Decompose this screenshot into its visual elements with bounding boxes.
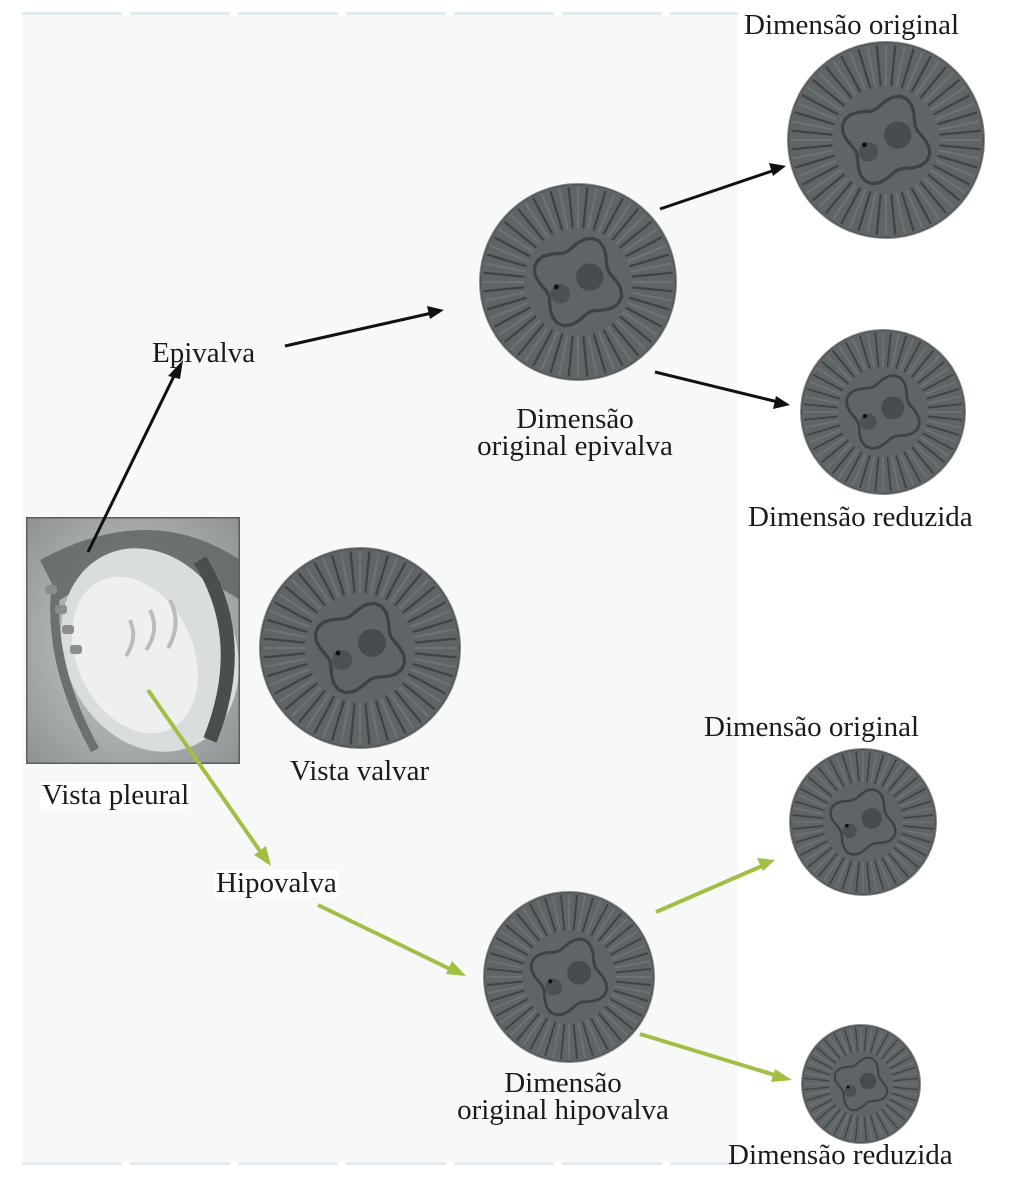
top-reduzida-label: Dimensão reduzida (748, 504, 973, 531)
arrow-to-bottom-original (656, 866, 762, 912)
diatom-vista-valvar (260, 548, 460, 748)
arrowhead-top-original (769, 163, 786, 176)
arrowhead-epi-original (427, 306, 444, 319)
diatom-top-reduzida (801, 330, 965, 494)
diatom-valves (260, 42, 984, 1143)
hipo-original-line2: original hipovalva (452, 1097, 674, 1124)
arrowhead-top-reduzida (773, 396, 790, 409)
top-original-label: Dimensão original (744, 12, 959, 39)
hipovalva-label: Hipovalva (214, 870, 339, 897)
diatom-epi-original (480, 184, 676, 380)
epi-original-line1: Dimensão (470, 406, 680, 433)
diatom-top-original (788, 42, 984, 238)
arrow-hipovalva-to-hipo-original (318, 905, 452, 970)
vista-valvar-label: Vista valvar (290, 758, 429, 785)
vista-pleural-label: Vista pleural (40, 782, 191, 809)
pleural-view-image (26, 517, 271, 781)
hipo-original-line1: Dimensão (452, 1070, 674, 1097)
arrow-to-top-original (660, 170, 775, 209)
arrowhead-bottom-reduzida (771, 1069, 792, 1082)
diatom-bottom-original (790, 749, 936, 895)
epi-original-label: Dimensão original epivalva (470, 406, 680, 460)
epi-original-line2: original epivalva (470, 433, 680, 460)
arrowhead-hipo-original (446, 961, 466, 976)
bottom-original-label: Dimensão original (704, 714, 919, 741)
arrow-to-top-reduzida (655, 372, 778, 402)
bottom-reduzida-label: Dimensão reduzida (728, 1142, 953, 1169)
diatom-hipo-original (484, 892, 654, 1062)
arrow-epivalva-to-epi-original (285, 313, 432, 346)
epivalva-label: Epivalva (152, 340, 255, 367)
diatom-bottom-reduzida (802, 1025, 920, 1143)
hipo-original-label: Dimensão original hipovalva (452, 1070, 674, 1124)
